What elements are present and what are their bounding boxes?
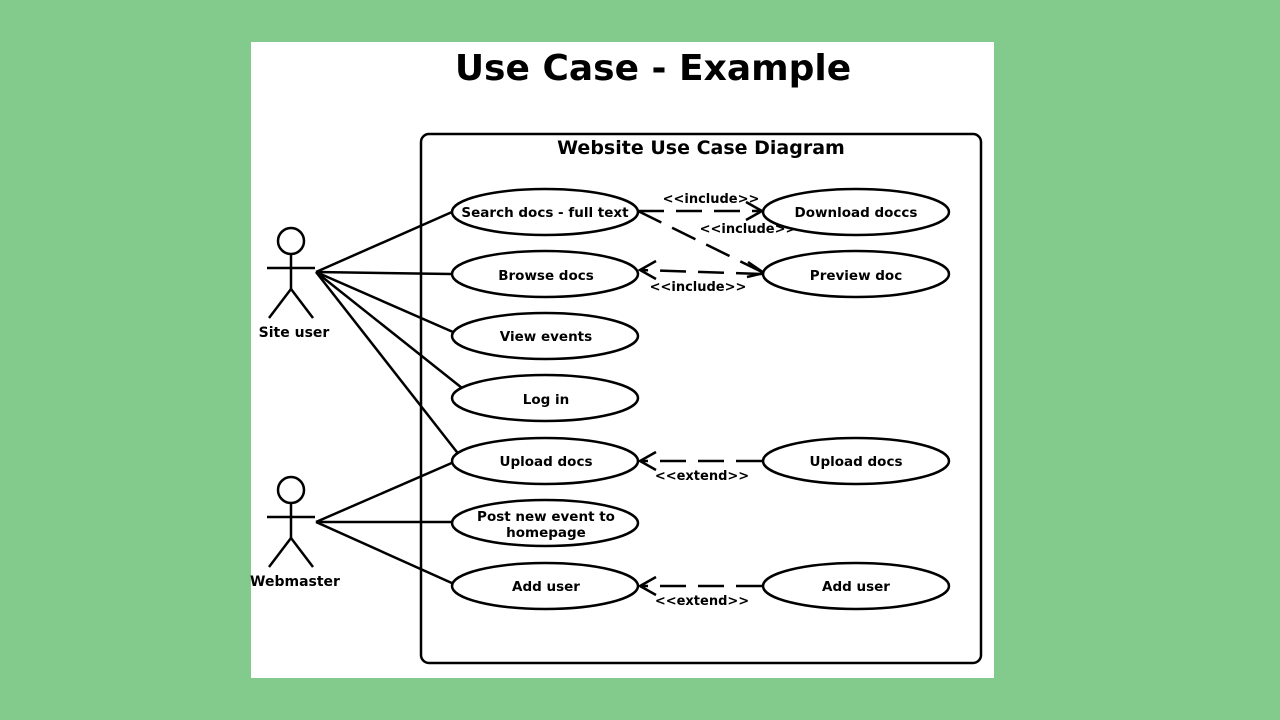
page-title: Use Case - Example	[454, 48, 852, 89]
use-case-label: Log in	[523, 392, 569, 408]
system-boundary	[419, 132, 983, 665]
actor-webmaster	[267, 475, 315, 568]
use-case-label: homepage	[506, 525, 586, 541]
webmaster-associations	[315, 460, 455, 586]
use-case-download-docs	[761, 187, 951, 237]
use-case-label: Preview doc	[810, 268, 902, 284]
extend-label-1: <<extend>>	[655, 469, 749, 484]
extend-label-2: <<extend>>	[655, 594, 749, 609]
use-case-label: Upload docs	[500, 454, 593, 470]
use-case-search-docs	[450, 187, 640, 237]
use-case-label: Download doccs	[795, 205, 918, 221]
actor-site-user-label: Site user	[259, 325, 330, 341]
dashed-relations	[637, 209, 763, 588]
use-case-label: Add user	[512, 579, 580, 595]
use-case-label: Browse docs	[498, 268, 594, 284]
use-case-view-events	[450, 311, 640, 361]
use-case-upload-docs	[450, 436, 640, 486]
system-label: Website Use Case Diagram	[557, 137, 845, 159]
use-case-add-user	[450, 561, 640, 611]
use-case-label: Upload docs	[810, 454, 903, 470]
use-case-post-new-event	[450, 498, 640, 548]
include-label-2: <<include>>	[700, 222, 797, 237]
use-case-preview-doc	[761, 249, 951, 299]
use-case-label: Post new event to	[477, 509, 615, 525]
use-case-browse-docs	[450, 249, 640, 299]
use-case-label: Search docs - full text	[461, 205, 629, 221]
arrowheads	[637, 200, 768, 597]
include-label-3: <<include>>	[650, 280, 747, 295]
use-case-upload-docs-extension	[761, 436, 951, 486]
actor-webmaster-label: Webmaster	[250, 574, 340, 590]
site-user-associations	[315, 210, 463, 457]
include-label-1: <<include>>	[663, 192, 760, 207]
use-case-add-user-extension	[761, 561, 951, 611]
use-case-label: View events	[500, 329, 592, 345]
use-case-log-in	[450, 373, 640, 423]
use-case-label: Add user	[822, 579, 890, 595]
actor-site-user	[267, 226, 315, 319]
